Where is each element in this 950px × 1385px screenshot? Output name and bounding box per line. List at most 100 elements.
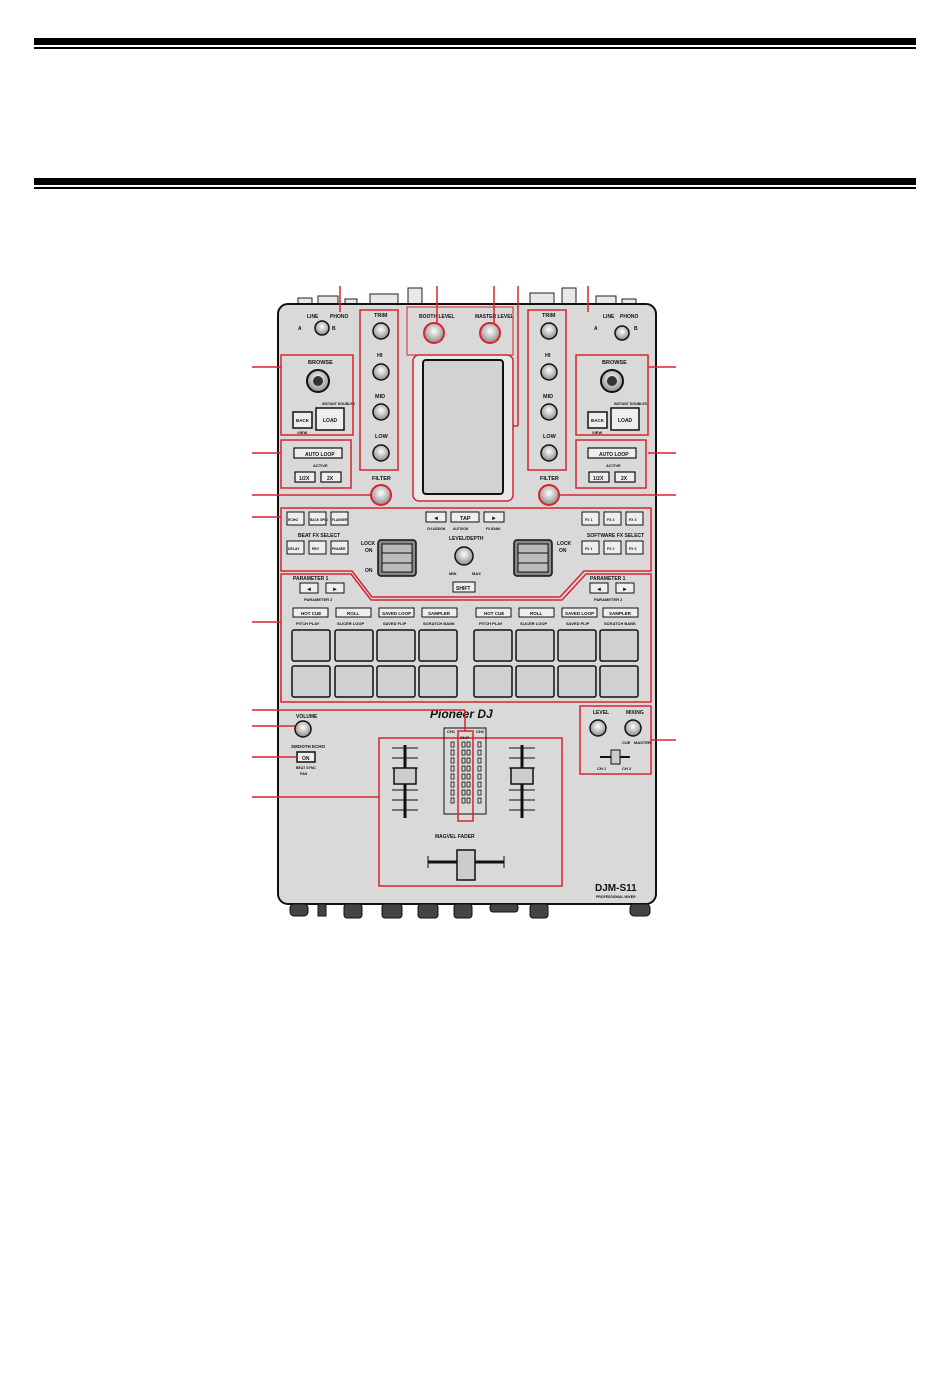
load-button-right[interactable]: [610, 407, 640, 431]
pad[interactable]: [557, 665, 597, 698]
saved-loop-button-left[interactable]: [378, 607, 415, 618]
soft-fx1-top-button[interactable]: [581, 511, 600, 526]
svg-text:FX 1: FX 1: [585, 547, 592, 551]
input-selector-knob-left[interactable]: [314, 320, 330, 336]
soft-fx2-top-button[interactable]: [603, 511, 622, 526]
view-label: VIEW: [297, 430, 307, 435]
pad[interactable]: [599, 629, 639, 662]
load-button-left[interactable]: [315, 407, 345, 431]
svg-text:◄: ◄: [596, 587, 602, 593]
svg-text:CUE: CUE: [622, 740, 631, 745]
svg-text:►: ►: [332, 587, 338, 593]
svg-text:PHASER: PHASER: [332, 547, 346, 551]
model-subtitle: PROFESSIONAL MIXER: [596, 895, 636, 899]
pad[interactable]: [515, 665, 555, 698]
pad[interactable]: [473, 665, 513, 698]
svg-text:SCRATCH BANK: SCRATCH BANK: [423, 621, 455, 626]
pad[interactable]: [557, 629, 597, 662]
beat-fx-flanger-button[interactable]: [330, 511, 349, 526]
headphones-level-knob[interactable]: [589, 719, 607, 737]
pad[interactable]: [334, 629, 374, 662]
beat-fx-phaser-button[interactable]: [330, 540, 349, 555]
double-loop-button-left[interactable]: [320, 471, 342, 483]
low-knob-right[interactable]: [540, 444, 558, 462]
soft-fx1-bottom-button[interactable]: [581, 540, 600, 555]
channel-fader-knob-right[interactable]: [510, 767, 534, 785]
trim-knob-right[interactable]: [540, 322, 558, 340]
mid-knob-right[interactable]: [540, 403, 558, 421]
svg-text:AUTO/ON: AUTO/ON: [453, 527, 469, 531]
svg-text:TAP: TAP: [460, 516, 471, 522]
mic-volume-knob[interactable]: [294, 720, 312, 738]
level-depth-knob[interactable]: [454, 546, 474, 566]
soft-fx3-top-button[interactable]: [625, 511, 644, 526]
svg-text:BROWSE: BROWSE: [602, 360, 627, 366]
param-left-next-button[interactable]: [325, 582, 345, 594]
hi-knob-left[interactable]: [372, 363, 390, 381]
mid-knob-left[interactable]: [372, 403, 390, 421]
double-loop-button-right[interactable]: [614, 471, 636, 483]
headphones-cue-fader[interactable]: [610, 749, 621, 765]
tap-button[interactable]: [450, 511, 480, 523]
fx-right-arrow-button[interactable]: [483, 511, 505, 523]
pad[interactable]: [515, 629, 555, 662]
roll-button-left[interactable]: [335, 607, 372, 618]
headphones-mixing-knob[interactable]: [624, 719, 642, 737]
input-select-left: LINE PHONO A B: [298, 314, 348, 336]
svg-text:SAVED LOOP: SAVED LOOP: [565, 611, 594, 616]
svg-text:CH ASSIGN: CH ASSIGN: [427, 527, 446, 531]
svg-text:HOT CUE: HOT CUE: [301, 611, 321, 616]
soft-fx2-bottom-button[interactable]: [603, 540, 622, 555]
svg-text:AUTO LOOP: AUTO LOOP: [305, 452, 335, 458]
low-knob-left[interactable]: [372, 444, 390, 462]
filter-knob-left[interactable]: [370, 484, 392, 506]
pad[interactable]: [376, 629, 416, 662]
soft-fx3-bottom-button[interactable]: [625, 540, 644, 555]
back-button-right[interactable]: [587, 411, 608, 429]
pad[interactable]: [418, 665, 458, 698]
beat-fx-backspin-button[interactable]: [308, 511, 327, 526]
svg-text:SLICER LOOP: SLICER LOOP: [520, 621, 547, 626]
pad[interactable]: [291, 629, 331, 662]
touch-display[interactable]: [422, 359, 504, 495]
booth-level-knob[interactable]: [423, 322, 445, 344]
half-loop-button-left[interactable]: [294, 471, 316, 483]
input-selector-knob-right[interactable]: [614, 325, 630, 341]
beat-fx-rev-button[interactable]: [308, 540, 327, 555]
pad[interactable]: [473, 629, 513, 662]
parameter-right: PARAMETER 1 ◄ ► PARAMETER 2: [589, 576, 635, 602]
fx-left-arrow-button[interactable]: [425, 511, 447, 523]
input-a-label: A: [298, 326, 302, 332]
crossfader-knob[interactable]: [456, 849, 476, 881]
beat-fx-select-label: BEAT FX SELECT: [298, 533, 340, 539]
shift-button[interactable]: [452, 581, 476, 593]
roll-button-right[interactable]: [518, 607, 555, 618]
back-button-left[interactable]: [292, 411, 313, 429]
auto-loop-button-left[interactable]: [293, 447, 343, 459]
saved-loop-button-right[interactable]: [561, 607, 598, 618]
filter-knob-right[interactable]: [538, 484, 560, 506]
half-loop-button-right[interactable]: [588, 471, 610, 483]
param-left-prev-button[interactable]: [299, 582, 319, 594]
sampler-button-right[interactable]: [602, 607, 639, 618]
param-right-next-button[interactable]: [615, 582, 635, 594]
svg-text:BACK: BACK: [591, 418, 605, 423]
beat-fx-echo-button[interactable]: [286, 511, 305, 526]
pad[interactable]: [334, 665, 374, 698]
sampler-button-left[interactable]: [421, 607, 458, 618]
hot-cue-button-left[interactable]: [292, 607, 329, 618]
auto-loop-button-right[interactable]: [587, 447, 637, 459]
master-level-knob[interactable]: [479, 322, 501, 344]
pad[interactable]: [599, 665, 639, 698]
pad[interactable]: [291, 665, 331, 698]
pad[interactable]: [376, 665, 416, 698]
highlight-fx-section: [280, 507, 652, 598]
trim-knob-left[interactable]: [372, 322, 390, 340]
beat-fx-delay-button[interactable]: [286, 540, 305, 555]
hot-cue-button-right[interactable]: [475, 607, 512, 618]
hi-knob-right[interactable]: [540, 363, 558, 381]
pad[interactable]: [418, 629, 458, 662]
param-right-prev-button[interactable]: [589, 582, 609, 594]
channel-fader-knob-left[interactable]: [393, 767, 417, 785]
svg-text:PARAMETER 2: PARAMETER 2: [594, 597, 623, 602]
